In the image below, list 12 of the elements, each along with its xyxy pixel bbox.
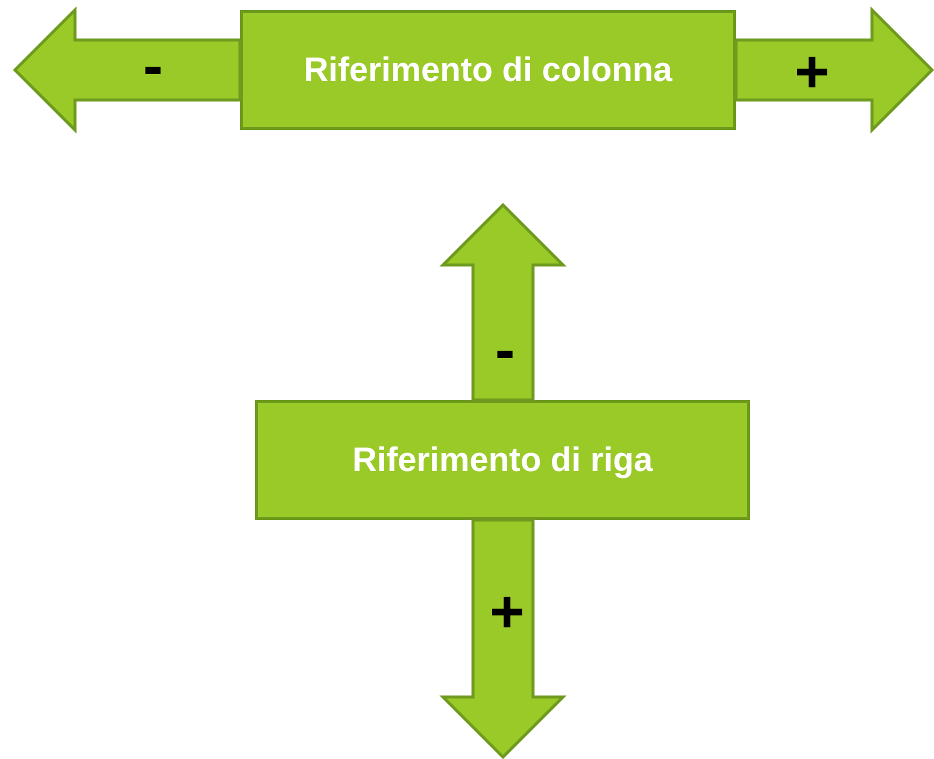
box-label: Riferimento di riga: [352, 440, 653, 480]
block-arrow: [439, 518, 567, 759]
block-arrow: [734, 6, 934, 134]
process-box: [240, 10, 736, 130]
block-arrow: [12, 6, 242, 134]
box-label: Riferimento di colonna: [304, 50, 672, 90]
process-box: [255, 400, 750, 520]
edge-label: +: [794, 42, 830, 102]
block-arrow: [439, 202, 567, 402]
edge-label: +: [489, 582, 525, 642]
edge-label: -: [143, 36, 163, 96]
edge-label: -: [495, 320, 515, 380]
